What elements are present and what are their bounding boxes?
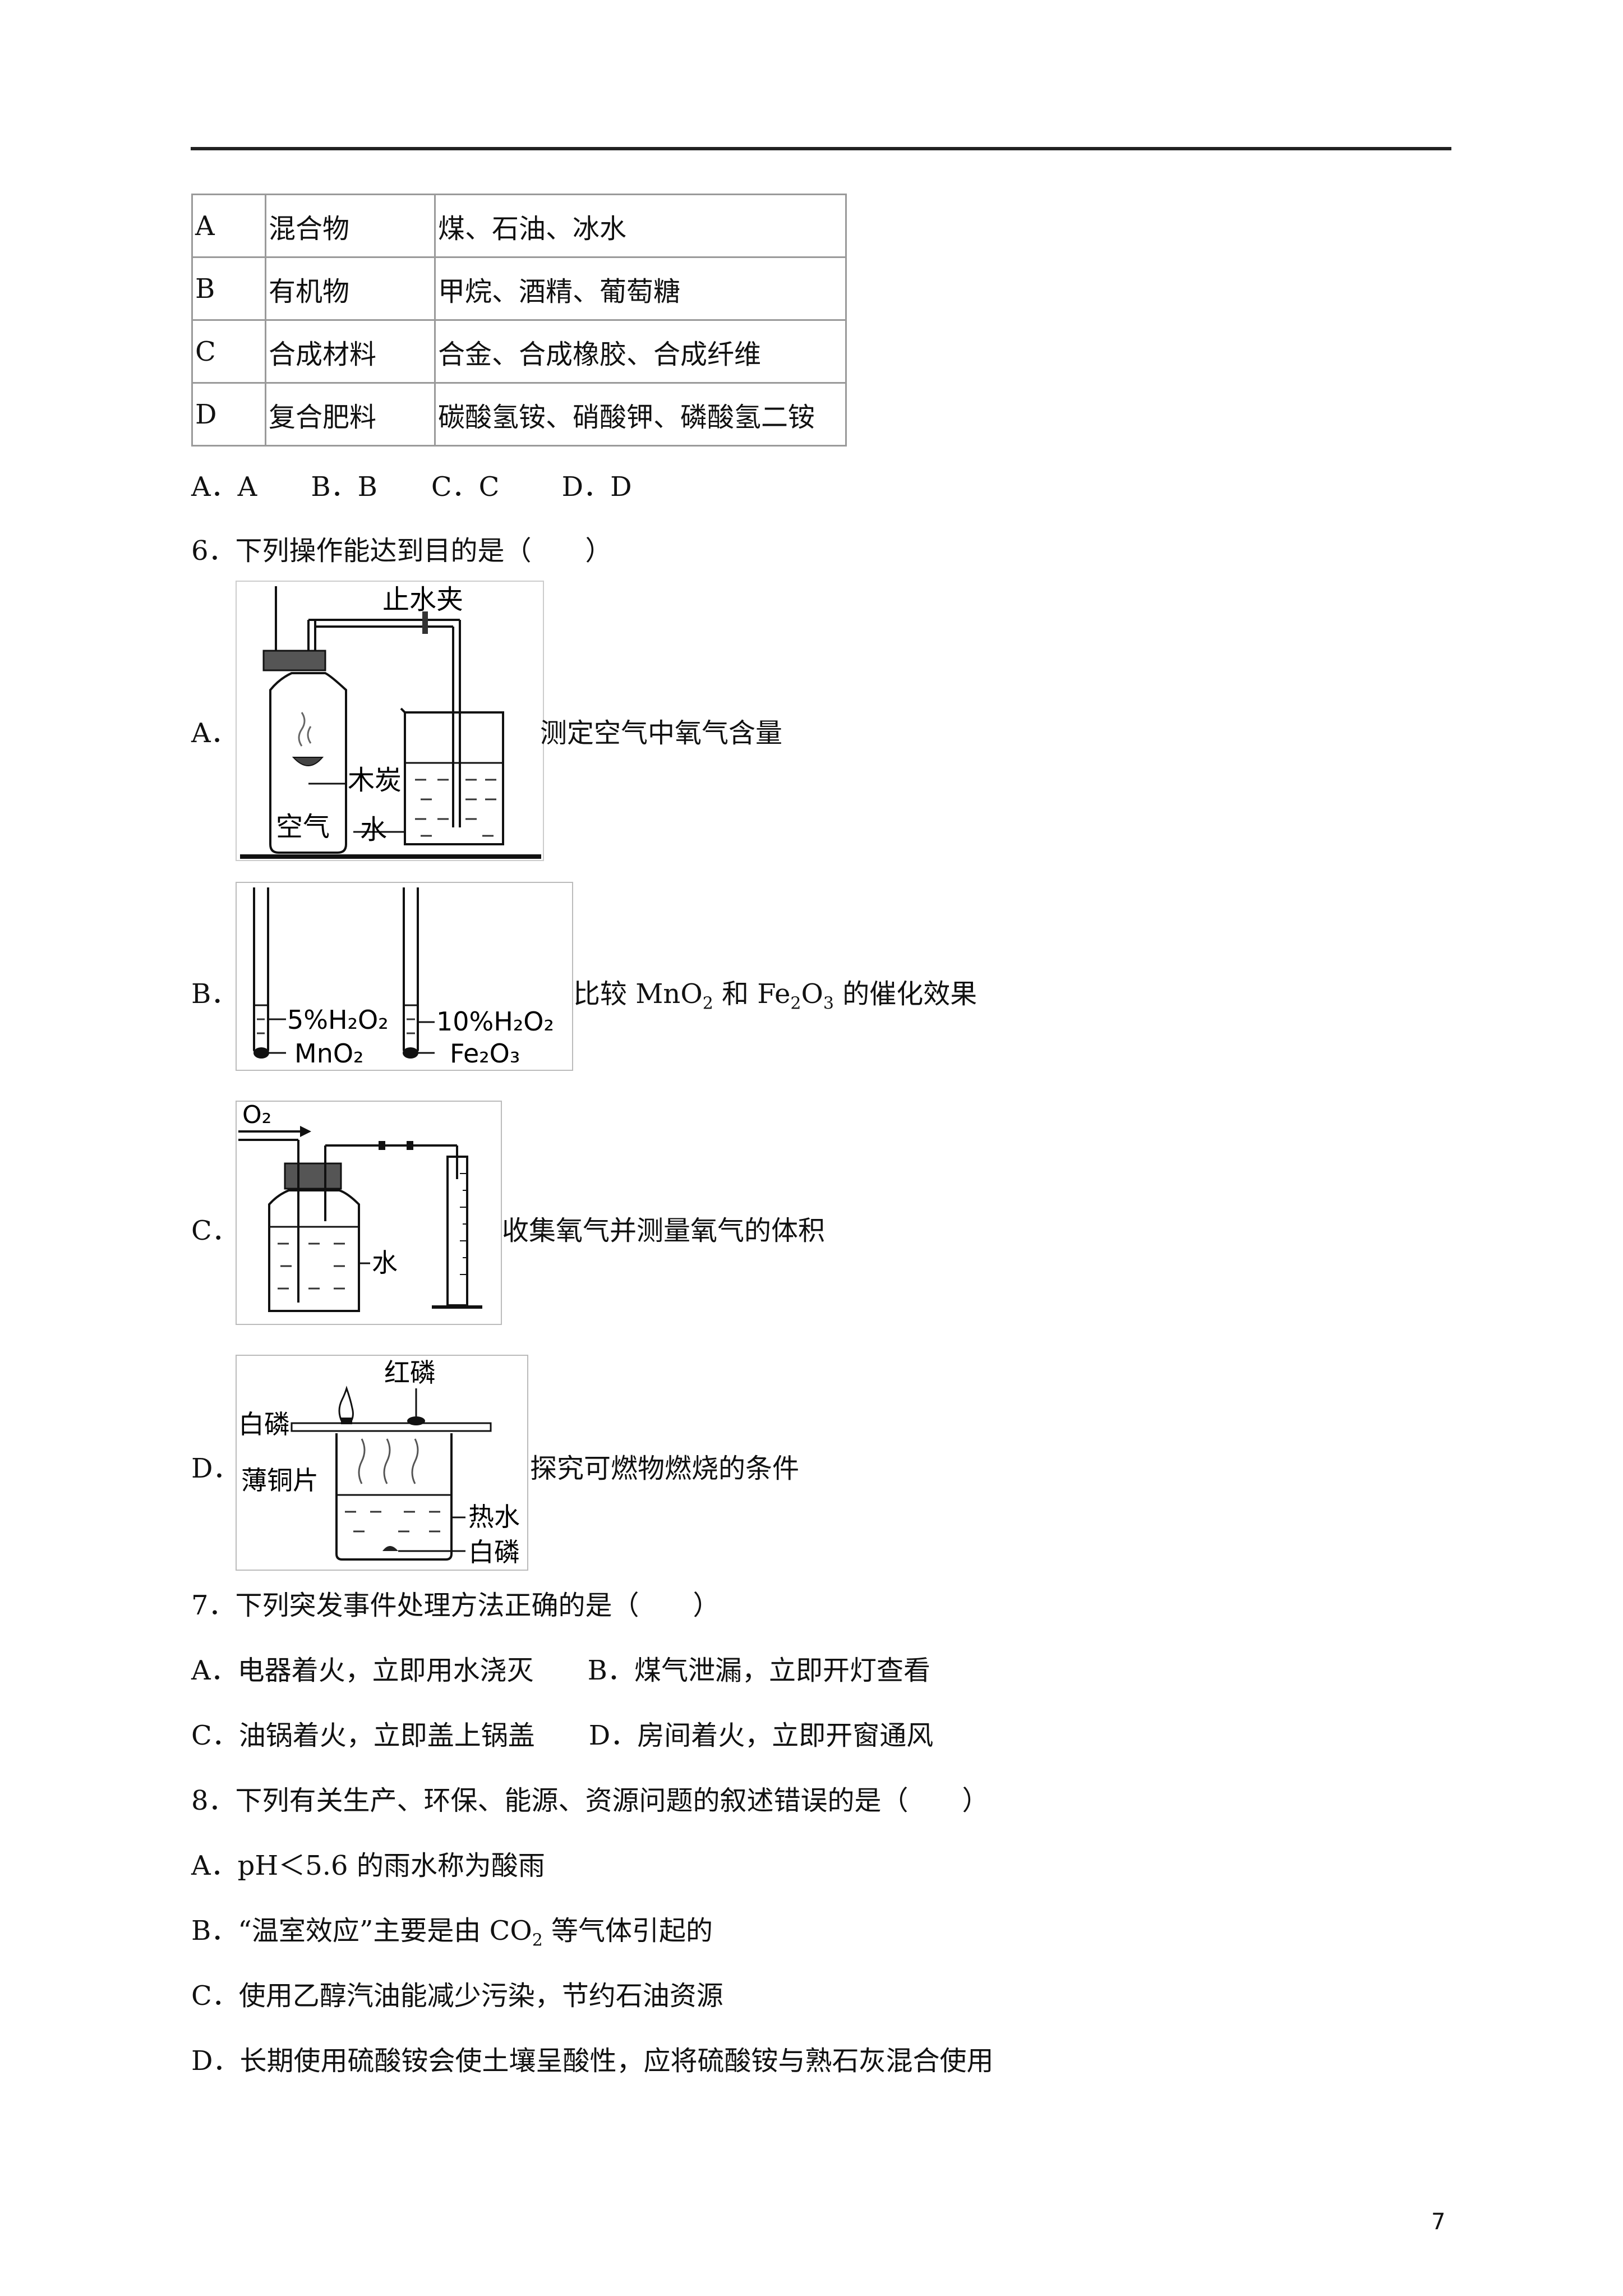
row-items: 碳酸氢铵、硝酸钾、磷酸氢二铵 <box>434 382 847 447</box>
subscript: 3 <box>823 993 834 1014</box>
o2-label: O₂ <box>242 1101 271 1129</box>
subscript: 2 <box>790 993 801 1014</box>
q8-option-a: A．pH＜5.6 的雨水称为酸雨 <box>191 1850 545 1881</box>
q5-options: A．A B．B C．C D．D <box>191 471 632 503</box>
row-category: 有机物 <box>265 256 436 321</box>
q8-option-c: C．使用乙醇汽油能减少污染，节约石油资源 <box>191 1980 723 2012</box>
white-phosphorus-bottom-label: 白磷 <box>468 1537 520 1567</box>
red-phosphorus-label: 红磷 <box>384 1358 436 1388</box>
charcoal-label: 木炭 <box>348 765 402 796</box>
subscript: 2 <box>702 993 713 1014</box>
text-segment: 等气体引起的 <box>542 1915 713 1947</box>
water-label: 水 <box>360 814 387 845</box>
row-letter: D <box>191 382 266 447</box>
row-category: 混合物 <box>265 194 436 258</box>
row-items: 甲烷、酒精、葡萄糖 <box>434 256 847 321</box>
q6-option-d-label: D． <box>191 1453 240 1484</box>
q6-stem: 6．下列操作能达到目的是（ ） <box>191 535 612 567</box>
text-segment: 和 Fe <box>713 978 791 1010</box>
h2o2-10-label: 10%H₂O₂ <box>436 1006 554 1037</box>
q6-option-b-label: B． <box>191 978 238 1010</box>
fe2o3-label: Fe₂O₃ <box>450 1038 520 1069</box>
q6-option-c-label: C． <box>191 1215 239 1246</box>
table-row: A 混合物 煤、石油、冰水 <box>191 194 847 258</box>
hot-water-label: 热水 <box>468 1502 520 1532</box>
row-category: 复合肥料 <box>265 382 436 447</box>
q8-option-d: D．长期使用硫酸铵会使土壤呈酸性，应将硫酸铵与熟石灰混合使用 <box>191 2045 994 2077</box>
table-row: B 有机物 甲烷、酒精、葡萄糖 <box>191 256 847 321</box>
text-segment: O <box>801 978 823 1010</box>
air-label: 空气 <box>276 811 330 843</box>
q7-options-row-1: A．电器着火，立即用水浇灭 B．煤气泄漏，立即开灯查看 <box>191 1655 930 1686</box>
q7-options-row-2: C．油锅着火，立即盖上锅盖 D．房间着火，立即开窗通风 <box>191 1720 934 1751</box>
q6-option-a-text: 测定空气中氧气含量 <box>540 717 783 749</box>
h2o2-5-label: 5%H₂O₂ <box>287 1005 389 1035</box>
classification-table: A 混合物 煤、石油、冰水 B 有机物 甲烷、酒精、葡萄糖 C 合成材料 合金、… <box>191 194 847 447</box>
clip-label: 止水夹 <box>382 584 463 615</box>
combustion-conditions-figure: 红磷 白磷 薄铜片 热水 白磷 <box>236 1355 528 1571</box>
q6-option-b-text: 比较 MnO2 和 Fe2O3 的催化效果 <box>573 976 977 1022</box>
q6-option-c-text: 收集氧气并测量氧气的体积 <box>502 1215 826 1246</box>
text-segment: 比较 MnO <box>573 978 703 1010</box>
header-rule <box>191 147 1451 150</box>
table-row: D 复合肥料 碳酸氢铵、硝酸钾、磷酸氢二铵 <box>191 382 847 447</box>
mno2-label: MnO₂ <box>294 1038 364 1069</box>
row-letter: B <box>191 256 266 321</box>
q8-stem: 8．下列有关生产、环保、能源、资源问题的叙述错误的是（ ） <box>191 1785 989 1816</box>
row-letter: A <box>191 194 266 258</box>
row-letter: C <box>191 319 266 384</box>
oxygen-collection-figure: O₂ 水 <box>236 1101 502 1325</box>
white-phosphorus-top-label: 白磷 <box>238 1409 290 1439</box>
copper-sheet-label: 薄铜片 <box>241 1465 319 1496</box>
q6-option-d-text: 探究可燃物燃烧的条件 <box>530 1453 800 1484</box>
q7-stem: 7．下列突发事件处理方法正确的是（ ） <box>191 1590 720 1621</box>
catalyst-comparison-figure: 5%H₂O₂ MnO₂ 10%H₂O₂ Fe₂O₃ <box>236 882 573 1071</box>
row-category: 合成材料 <box>265 319 436 384</box>
row-items: 合金、合成橡胶、合成纤维 <box>434 319 847 384</box>
q8-option-b: B．“温室效应”主要是由 CO2 等气体引起的 <box>191 1913 713 1959</box>
q6-option-a-label: A． <box>191 717 238 749</box>
subscript: 2 <box>532 1930 543 1950</box>
water-label-c: 水 <box>372 1248 398 1278</box>
page-number: 7 <box>1431 2209 1446 2235</box>
oxygen-content-apparatus-figure: 止水夹 木炭 空气 水 <box>236 581 544 861</box>
text-segment: 的催化效果 <box>833 978 978 1010</box>
table-row: C 合成材料 合金、合成橡胶、合成纤维 <box>191 319 847 384</box>
text-segment: B．“温室效应”主要是由 CO <box>191 1915 532 1947</box>
row-items: 煤、石油、冰水 <box>434 194 847 258</box>
